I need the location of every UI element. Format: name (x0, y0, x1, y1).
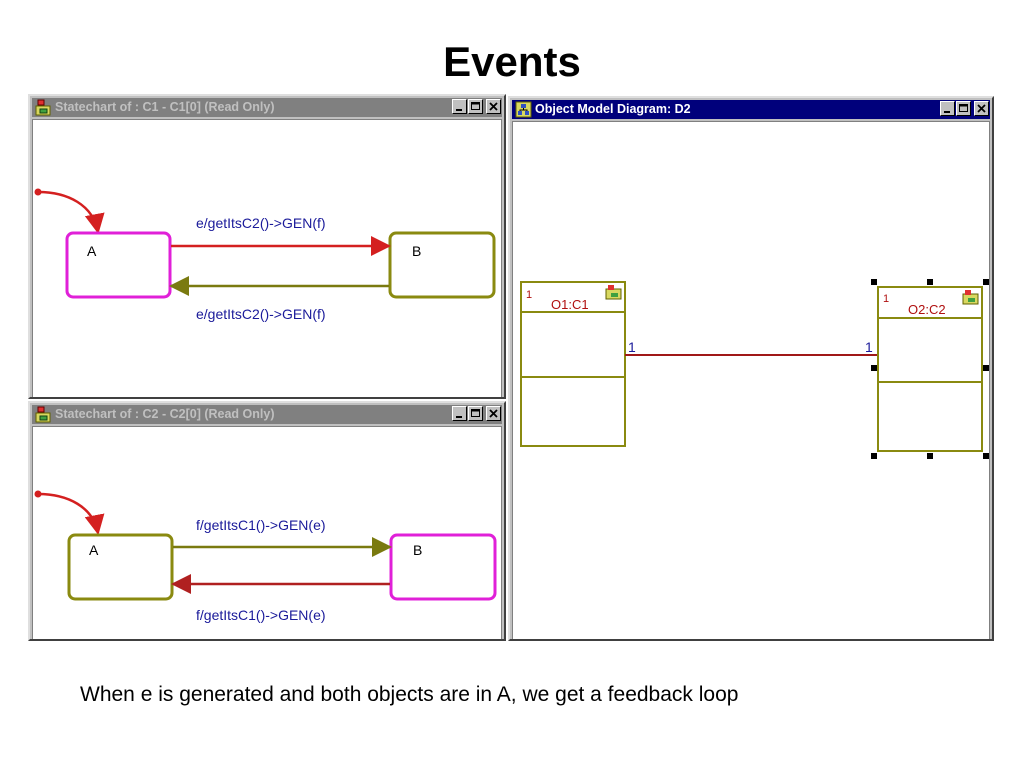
transition-label-bottom: f/getItsC1()->GEN(e) (196, 607, 326, 623)
statechart-c1-window[interactable]: Statechart of : C1 - C1[0] (Read Only) (28, 94, 506, 399)
close-icon (977, 104, 986, 113)
statechart-c1-title: Statechart of : C1 - C1[0] (Read Only) (55, 100, 275, 114)
statechart-icon (962, 290, 979, 305)
association-end1-multiplicity: 1 (628, 339, 636, 355)
statechart-c1-canvas[interactable]: A B e/getItsC2()->GEN(f) e/getItsC2()->G… (32, 119, 502, 397)
close-icon (489, 102, 498, 111)
transition-label-bottom: e/getItsC2()->GEN(f) (196, 306, 326, 322)
close-button[interactable] (486, 406, 501, 421)
statechart-icon (35, 406, 51, 423)
close-icon (489, 409, 498, 418)
object-o1-c1[interactable] (520, 281, 626, 447)
state-b-label: B (413, 542, 422, 558)
maximize-icon (471, 409, 480, 417)
close-button[interactable] (974, 101, 989, 116)
object-o2-c2[interactable] (877, 286, 983, 452)
maximize-icon (471, 102, 480, 110)
object-o1-multiplicity: 1 (526, 289, 532, 301)
object-o2-multiplicity: 1 (883, 293, 889, 305)
association-end2-multiplicity: 1 (865, 339, 873, 355)
minimize-icon (456, 109, 462, 111)
object-model-diagram-window[interactable]: Object Model Diagram: D2 1 O1:C1 (508, 96, 994, 641)
state-b[interactable] (388, 231, 496, 299)
object-model-icon (515, 101, 532, 118)
state-a[interactable] (67, 533, 174, 601)
statechart-c1-titlebar[interactable]: Statechart of : C1 - C1[0] (Read Only) (32, 98, 502, 117)
object-o1-name: O1:C1 (551, 297, 589, 312)
transition-label-top: e/getItsC2()->GEN(f) (196, 215, 326, 231)
minimize-button[interactable] (452, 99, 467, 114)
default-transition[interactable] (37, 190, 105, 234)
state-a-label: A (87, 243, 97, 259)
statechart-icon (35, 99, 51, 116)
transition-label-top: f/getItsC1()->GEN(e) (196, 517, 326, 533)
statechart-c2-titlebar[interactable]: Statechart of : C2 - C2[0] (Read Only) (32, 405, 502, 424)
state-a[interactable] (65, 231, 172, 299)
slide-title: Events (443, 38, 581, 85)
omd-title: Object Model Diagram: D2 (535, 102, 691, 116)
statechart-icon (605, 285, 622, 300)
omd-titlebar[interactable]: Object Model Diagram: D2 (512, 100, 990, 119)
minimize-button[interactable] (452, 406, 467, 421)
statechart-c2-window[interactable]: Statechart of : C2 - C2[0] (Read Only) (28, 401, 506, 641)
statechart-c2-canvas[interactable]: A B f/getItsC1()->GEN(e) f/getItsC1()->G… (32, 426, 502, 639)
minimize-icon (944, 111, 950, 113)
maximize-button[interactable] (468, 99, 483, 114)
maximize-button[interactable] (956, 101, 971, 116)
close-button[interactable] (486, 99, 501, 114)
object-o2-name: O2:C2 (908, 302, 946, 317)
state-b[interactable] (389, 533, 497, 601)
state-b-label: B (412, 243, 421, 259)
slide-caption: When e is generated and both objects are… (80, 683, 739, 706)
minimize-button[interactable] (940, 101, 955, 116)
maximize-icon (959, 104, 968, 112)
selection-handles[interactable] (871, 279, 989, 459)
maximize-button[interactable] (468, 406, 483, 421)
state-a-label: A (89, 542, 99, 558)
statechart-c2-title: Statechart of : C2 - C2[0] (Read Only) (55, 407, 275, 421)
default-transition[interactable] (37, 492, 105, 535)
omd-canvas[interactable]: 1 O1:C1 1 1 1 O2:C2 (512, 121, 990, 639)
minimize-icon (456, 416, 462, 418)
